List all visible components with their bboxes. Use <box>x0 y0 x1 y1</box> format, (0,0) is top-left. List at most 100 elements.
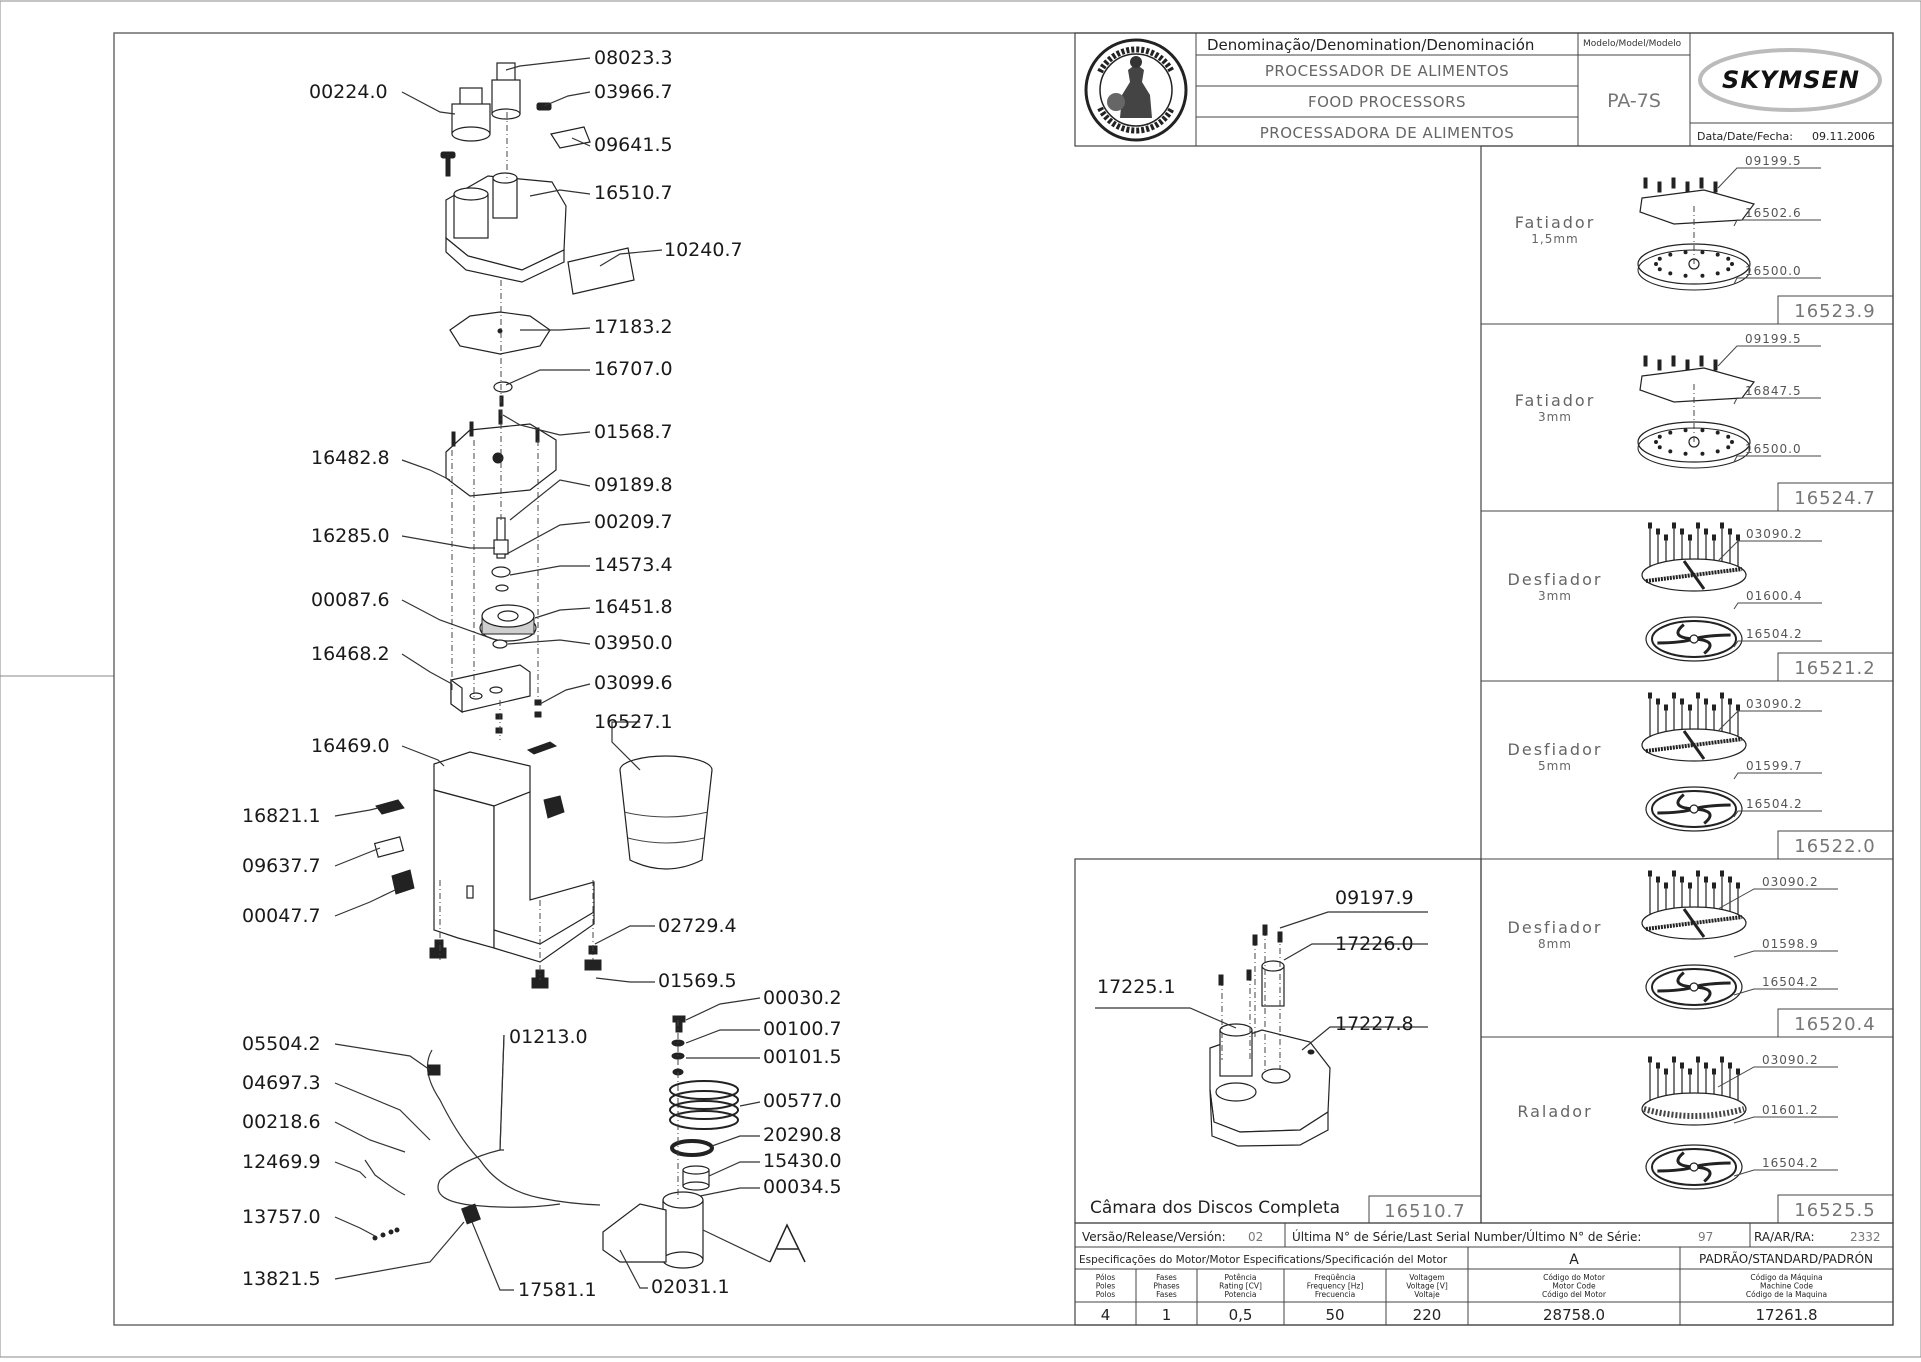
leader-line <box>401 745 445 767</box>
leader-line <box>504 521 591 556</box>
part-label-05504-2: 05504.2 <box>242 1033 321 1055</box>
kit-part-label: 16504.2 <box>1762 975 1819 989</box>
leader-line <box>334 1216 376 1237</box>
kit-name: Ralador <box>1517 1102 1592 1121</box>
table-header-cell: Potência <box>1225 1273 1257 1282</box>
leader-line <box>334 1121 406 1153</box>
part-label-01213-0: 01213.0 <box>509 1026 588 1048</box>
part-label-09641-5: 09641.5 <box>594 134 673 156</box>
kit-size: 3mm <box>1538 589 1572 603</box>
leader-line <box>334 889 396 917</box>
table-header-cell: Voltage [V] <box>1406 1282 1448 1291</box>
table-header-cell: Fases <box>1156 1273 1177 1282</box>
kit-part-label: 16500.0 <box>1745 264 1802 278</box>
kit-part-label: 09199.5 <box>1745 154 1802 168</box>
leader-line <box>334 1082 431 1141</box>
leader-line <box>685 1029 760 1044</box>
leader-line <box>529 189 591 197</box>
kit-part-label: 01601.2 <box>1762 1103 1819 1117</box>
kit-part-label: 01599.7 <box>1746 759 1803 773</box>
kit-part-label: 03090.2 <box>1746 527 1803 541</box>
part-label-01568-7: 01568.7 <box>594 421 673 443</box>
brand-logo: SKYMSEN <box>1698 48 1882 112</box>
kit-part-label: 09199.5 <box>1745 332 1802 346</box>
leader-line <box>505 369 590 386</box>
leader-line <box>1717 710 1822 732</box>
kit-part-label: 03090.2 <box>1762 1053 1819 1067</box>
motor-letter: A <box>1569 1252 1579 1268</box>
leader-line <box>685 997 761 1021</box>
table-header-cell: Freqüência <box>1315 1273 1356 1282</box>
part-label-10240-7: 10240.7 <box>664 239 743 261</box>
table-header-cell: Código do Motor <box>1543 1273 1606 1282</box>
part-label-17581-1: 17581.1 <box>518 1279 597 1301</box>
denomination-header: Denominação/Denomination/Denominación <box>1207 36 1534 54</box>
table-value-cell: 28758.0 <box>1543 1306 1605 1324</box>
table-header-cell: Motor Code <box>1552 1282 1596 1291</box>
leader-line <box>334 1161 367 1179</box>
name-en: FOOD PROCESSORS <box>1308 93 1466 111</box>
kit-part-label: 01600.4 <box>1746 589 1803 603</box>
leader-line <box>702 1229 771 1263</box>
kit-name: Desfiador <box>1508 740 1603 759</box>
table-header-cell: Voltagem <box>1409 1273 1444 1282</box>
part-label-00209-7: 00209.7 <box>594 511 673 533</box>
leader-line <box>1733 602 1822 610</box>
chamber-label-2: 17225.1 <box>1097 976 1176 998</box>
leader-line <box>699 1187 760 1197</box>
name-es: PROCESSADORA DE ALIMENTOS <box>1260 124 1514 142</box>
part-label-16469-0: 16469.0 <box>311 735 390 757</box>
part-label-00030-2: 00030.2 <box>763 987 842 1009</box>
part-label-15430-0: 15430.0 <box>763 1150 842 1172</box>
ra-label: RA/AR/RA: <box>1754 1230 1815 1244</box>
part-label-03099-6: 03099.6 <box>594 672 673 694</box>
leader-line <box>505 57 591 71</box>
chamber-kit-code: 16510.7 <box>1384 1201 1465 1222</box>
chamber-drawing <box>1209 924 1331 1147</box>
leader-line <box>619 1249 648 1289</box>
chamber-kit-panel: Câmara dos Discos Completa 16510.7 <box>1074 858 1482 1224</box>
part-label-17183-2: 17183.2 <box>594 316 673 338</box>
leader-line <box>1717 888 1838 910</box>
part-label-16285-0: 16285.0 <box>311 525 390 547</box>
part-label-16527-1: 16527.1 <box>594 711 673 733</box>
brand-name: SKYMSEN <box>1722 66 1860 94</box>
kit-name: Desfiador <box>1508 918 1603 937</box>
part-label-16821-1: 16821.1 <box>242 805 321 827</box>
chamber-label-3: 17227.8 <box>1335 1013 1414 1035</box>
leader-line <box>1717 167 1821 189</box>
leader-line <box>401 459 451 481</box>
part-label-16451-8: 16451.8 <box>594 596 673 618</box>
leader-line <box>611 721 641 771</box>
table-header-cell: Poles <box>1096 1282 1116 1291</box>
leader-line <box>507 639 591 645</box>
leader-line <box>401 653 453 685</box>
table-header-cell: Polos <box>1096 1290 1116 1299</box>
leader-line <box>1733 810 1822 818</box>
part-label-03950-0: 03950.0 <box>594 632 673 654</box>
ra-value: 2332 <box>1850 1230 1881 1244</box>
kit-size: 8mm <box>1538 937 1572 951</box>
table-value-cell: 4 <box>1101 1306 1111 1324</box>
table-header-cell: Frecuencia <box>1315 1290 1355 1299</box>
leader-line <box>1733 988 1838 996</box>
kit-part-label: 16504.2 <box>1746 627 1803 641</box>
disc-kit-16523-9: Fatiador1,5mm16523.909199.516502.616500.… <box>1515 154 1894 325</box>
leader-line <box>334 847 381 867</box>
kit-part-label: 16847.5 <box>1745 384 1802 398</box>
part-label-13821-5: 13821.5 <box>242 1268 321 1290</box>
leader-line <box>543 91 591 107</box>
chamber-label-0: 09197.9 <box>1335 887 1414 909</box>
part-label-01569-5: 01569.5 <box>658 970 737 992</box>
table-value-cell: 1 <box>1162 1306 1172 1324</box>
authorized-service-seal <box>1084 38 1188 142</box>
part-label-00577-0: 00577.0 <box>763 1090 842 1112</box>
version-label: Versão/Release/Versión: <box>1082 1230 1226 1244</box>
leader-line <box>739 1101 761 1107</box>
leader-line <box>471 1221 514 1291</box>
part-label-09189-8: 09189.8 <box>594 474 673 496</box>
leader-line <box>502 414 591 436</box>
